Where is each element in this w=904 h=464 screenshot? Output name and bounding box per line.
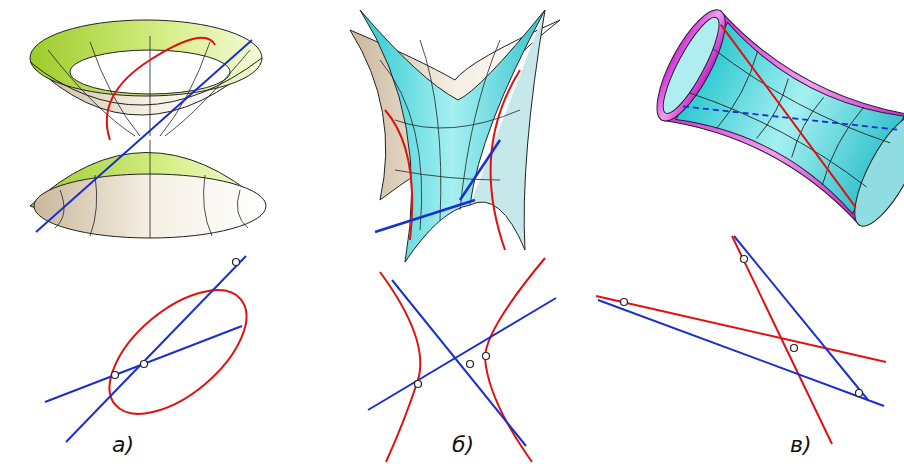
line — [368, 298, 556, 410]
line — [598, 300, 884, 406]
panel-label: в) — [790, 434, 812, 456]
line — [732, 236, 832, 444]
hyperbolic-paraboloid — [350, 10, 560, 262]
line — [66, 256, 246, 442]
two-sheet-hyperboloid — [30, 20, 266, 238]
generator-line — [36, 40, 252, 232]
line — [45, 326, 242, 402]
intersection-points — [112, 259, 240, 379]
intersection-points — [621, 256, 863, 397]
one-sheet-hyperboloid — [644, 1, 904, 234]
panel-label: б) — [452, 434, 474, 456]
hyperbola-branch — [380, 272, 420, 462]
line — [734, 236, 868, 400]
intersection-points — [415, 353, 490, 388]
ellipse-curve — [88, 267, 268, 437]
generator-line — [375, 140, 500, 232]
panel-label: а) — [112, 434, 134, 456]
line — [392, 280, 526, 446]
section-curve — [107, 38, 215, 140]
